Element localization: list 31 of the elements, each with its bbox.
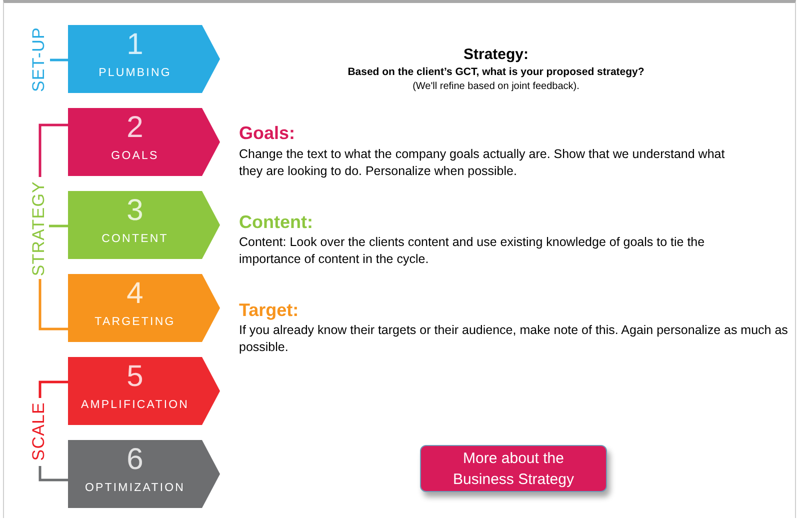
step-number: 4 bbox=[126, 278, 144, 310]
section-side-label: SCALE bbox=[30, 402, 48, 461]
step-label: PLUMBING bbox=[98, 66, 172, 80]
step-banner bbox=[68, 440, 220, 508]
section-text: Change the text to what the company goals actually are. Show that we understand what they are looking to do. Personalize when possible. bbox=[239, 146, 726, 180]
section-side-label: SET-UP bbox=[30, 27, 48, 92]
note-text: (We'll refine based on joint feedback). bbox=[412, 80, 580, 93]
section-side-label: STRATEGY bbox=[30, 181, 48, 276]
step-banner bbox=[68, 108, 220, 176]
step-label: TARGETING bbox=[94, 315, 176, 329]
slide-title: Strategy: bbox=[462, 46, 530, 64]
step-label: OPTIMIZATION bbox=[84, 481, 186, 495]
step-number: 1 bbox=[126, 29, 144, 61]
section-heading: Content: bbox=[239, 211, 314, 233]
link-button: More about the Business Strategy bbox=[420, 445, 607, 492]
step-number: 3 bbox=[126, 195, 144, 227]
step-banner bbox=[68, 357, 220, 425]
step-label: AMPLIFICATION bbox=[80, 398, 190, 412]
step-banner bbox=[68, 274, 220, 342]
step-banner bbox=[68, 25, 220, 93]
step-number: 2 bbox=[126, 112, 144, 144]
step-number: 5 bbox=[126, 361, 144, 393]
section-text: If you already know their targets or their audience, make note of this. Again personalize as much as possible. bbox=[239, 322, 789, 356]
step-banner bbox=[68, 191, 220, 259]
step-label: CONTENT bbox=[100, 232, 170, 246]
step-label: GOALS bbox=[110, 149, 160, 163]
section-text: Content: Look over the clients content and use existing knowledge of goals to tie the importance of content in the cycle. bbox=[239, 234, 706, 268]
section-heading: Goals: bbox=[239, 122, 296, 144]
section-heading: Target: bbox=[239, 299, 300, 321]
step-number: 6 bbox=[126, 444, 144, 476]
subtitle: Based on the client’s GCT, what is your proposed strategy? bbox=[346, 66, 646, 79]
